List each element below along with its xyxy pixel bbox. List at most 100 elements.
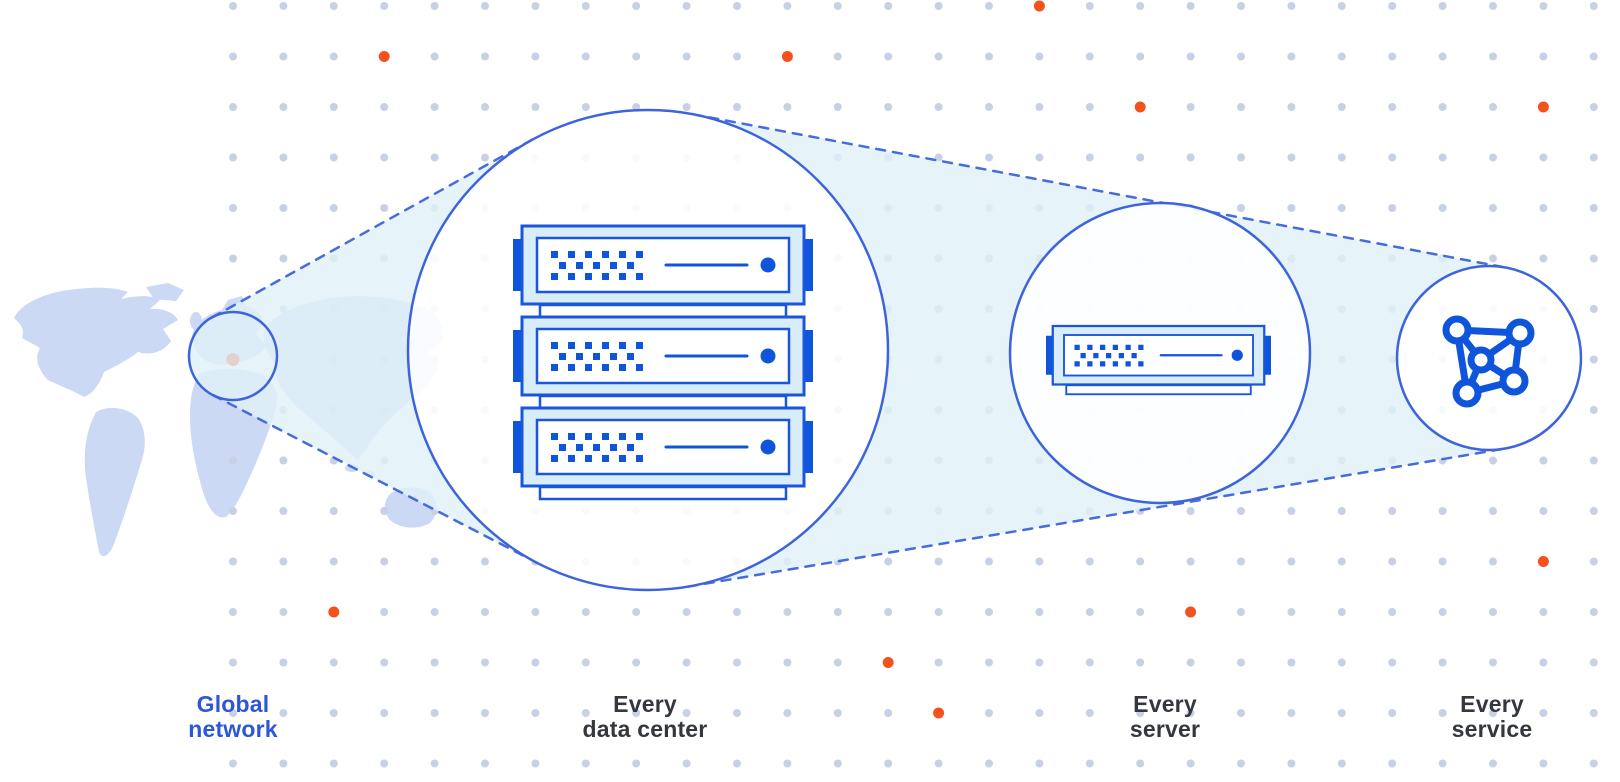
- grid-dot: [380, 507, 389, 515]
- dash-upper-right: [691, 112, 1508, 269]
- grid-dot: [985, 52, 993, 61]
- grid-dot: [1287, 709, 1296, 717]
- grid-dot: [1388, 759, 1397, 768]
- grid-dot: [1136, 608, 1145, 616]
- grid-dot: [1337, 2, 1346, 10]
- grid-dot: [1237, 103, 1245, 111]
- grid-dot: [985, 557, 993, 566]
- grid-dot: [1337, 52, 1346, 61]
- grid-dot: [1388, 103, 1397, 111]
- grid-dot: [1438, 608, 1447, 616]
- grid-dot: [1589, 557, 1598, 566]
- grid-dot: [682, 759, 691, 768]
- grid-dot: [430, 103, 439, 111]
- grid-dot: [934, 153, 943, 162]
- grid-dot: [229, 507, 237, 515]
- grid-dot: [279, 52, 288, 61]
- grid-dot: [1186, 153, 1195, 162]
- grid-dot: [1589, 254, 1598, 263]
- zoom-dashed-lines: [210, 112, 1508, 588]
- map-highlight-circle: [187, 310, 279, 402]
- grid-dot: [1589, 709, 1598, 717]
- grid-dot: [1085, 557, 1094, 566]
- grid-dot: [1489, 709, 1497, 717]
- grid-dot: [1539, 254, 1548, 263]
- grid-dot: [481, 103, 489, 111]
- grid-dot: [1035, 52, 1044, 61]
- grid-dot: [632, 52, 641, 61]
- grid-dot: [884, 709, 893, 717]
- grid-dot: [380, 759, 389, 768]
- grid-dot: [1489, 608, 1497, 616]
- grid-dot: [1085, 658, 1094, 667]
- grid-dot: [279, 507, 288, 515]
- node-top-right: [1505, 318, 1535, 348]
- grid-dot: [430, 153, 439, 162]
- grid-dot: [1489, 103, 1497, 111]
- grid-dot: [884, 52, 893, 61]
- grid-dot: [1237, 608, 1245, 616]
- grid-dot: [1589, 759, 1598, 768]
- grid-dot: [1186, 759, 1195, 768]
- grid-dot: [1438, 103, 1447, 111]
- grid-dot: [833, 103, 842, 111]
- server-rack-unit-2: [511, 315, 815, 410]
- grid-dot: [1085, 103, 1094, 111]
- grid-dot: [1589, 305, 1598, 313]
- grid-dot: [1489, 52, 1497, 61]
- node-bottom-left: [1452, 378, 1482, 408]
- grid-dot: [682, 658, 691, 667]
- grid-dot: [329, 759, 338, 768]
- grid-dot: [329, 153, 338, 162]
- grid-dot: [884, 557, 893, 566]
- grid-dot: [1388, 507, 1397, 515]
- grid-dot: [733, 658, 741, 667]
- grid-dot: [1489, 557, 1497, 566]
- grid-dot: [1186, 557, 1195, 566]
- grid-dot: [884, 103, 893, 111]
- grid-dot: [229, 204, 237, 212]
- grid-dot: [1337, 658, 1346, 667]
- grid-dot: [279, 709, 288, 717]
- grid-dot: [1489, 204, 1497, 212]
- grid-dot: [1287, 103, 1296, 111]
- grid-dot: [380, 557, 389, 566]
- grid-dot: [985, 2, 993, 10]
- grid-dot: [1136, 658, 1145, 667]
- grid-dot: [279, 2, 288, 10]
- grid-dot: [1186, 507, 1195, 515]
- grid-dot: [1539, 759, 1548, 768]
- grid-dot: [1589, 103, 1598, 111]
- grid-dot: [1186, 52, 1195, 61]
- orange-dot: [1537, 556, 1549, 567]
- grid-dot: [1337, 759, 1346, 768]
- grid-dot: [1388, 2, 1397, 10]
- grid-dot: [1337, 507, 1346, 515]
- grid-dot: [481, 608, 489, 616]
- grid-dot: [1388, 709, 1397, 717]
- grid-dot: [329, 52, 338, 61]
- grid-dot: [1136, 52, 1145, 61]
- grid-dot: [1589, 2, 1598, 10]
- label-every-service: Every service: [1451, 691, 1533, 742]
- grid-dot: [229, 52, 237, 61]
- grid-dot: [279, 254, 288, 263]
- cone-map-to-datacenter: [189, 140, 538, 563]
- grid-dot: [1035, 608, 1044, 616]
- grid-dot: [380, 709, 389, 717]
- grid-dot: [884, 608, 893, 616]
- grid-dot: [1589, 204, 1598, 212]
- grid-dot: [1337, 204, 1346, 212]
- grid-dot: [531, 103, 540, 111]
- grid-dot: [1589, 608, 1598, 616]
- node-bottom-right: [1499, 366, 1529, 396]
- grid-dot: [430, 557, 439, 566]
- grid-dot: [632, 759, 641, 768]
- grid-dot: [884, 759, 893, 768]
- grid-dot: [783, 658, 792, 667]
- orange-dot: [882, 657, 894, 668]
- grid-dot: [1539, 608, 1548, 616]
- grid-dot: [1489, 254, 1497, 263]
- grid-dot: [632, 2, 641, 10]
- grid-dot: [380, 103, 389, 111]
